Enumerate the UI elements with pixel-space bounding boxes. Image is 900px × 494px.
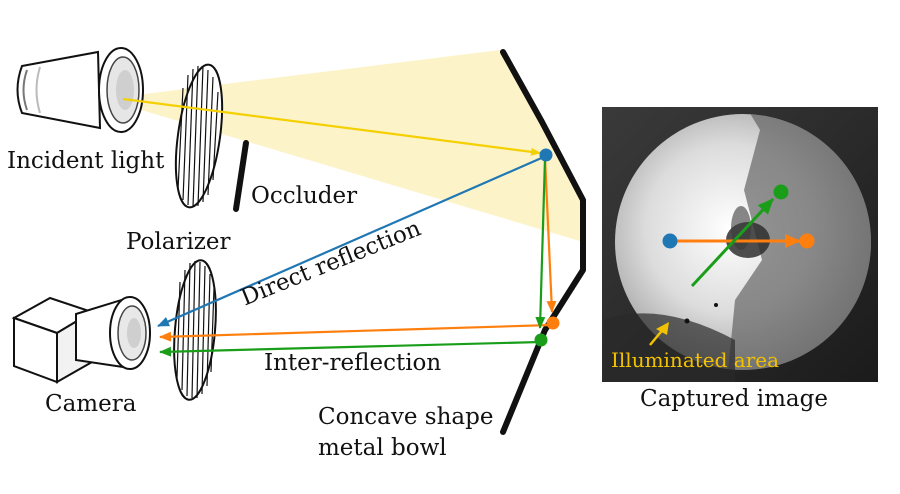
camera-icon	[11, 296, 151, 384]
bowl-label-line2: metal bowl	[318, 435, 447, 461]
illuminated-area-label: Illuminated area	[611, 348, 780, 372]
direct-reflection-ray	[157, 154, 547, 328]
polarizer-icon	[173, 259, 217, 401]
occluder-label: Occluder	[251, 183, 358, 209]
inter-reflection-green-ray	[159, 340, 541, 357]
incident-light-label: Incident light	[7, 148, 165, 174]
incident-ray	[122, 97, 541, 156]
bowl-label-line1: Concave shape	[318, 404, 494, 430]
inter-reflection-orange-segment	[543, 157, 557, 313]
inter-reflection-green-segment	[535, 157, 547, 329]
captured-green-arrow	[690, 197, 775, 288]
polarizer-icon	[174, 63, 224, 209]
inter-reflection-label: Inter-reflection	[264, 350, 442, 376]
captured-blue-point	[662, 233, 678, 249]
captured-image-label: Captured image	[640, 386, 828, 412]
captured-green-point	[773, 184, 789, 200]
light-beam	[128, 50, 583, 242]
inter-reflection-green-point	[534, 333, 548, 347]
captured-image	[602, 107, 878, 382]
metal-bowl	[500, 49, 586, 435]
inter-reflection-orange-ray	[159, 323, 552, 342]
direct-reflection-point	[539, 148, 553, 162]
captured-orange-point	[799, 233, 815, 249]
camera-label: Camera	[45, 391, 137, 417]
inter-reflection-orange-point	[546, 316, 560, 330]
polarizer-label: Polarizer	[126, 229, 231, 255]
occluder	[233, 140, 249, 212]
flashlight-icon	[16, 47, 144, 133]
